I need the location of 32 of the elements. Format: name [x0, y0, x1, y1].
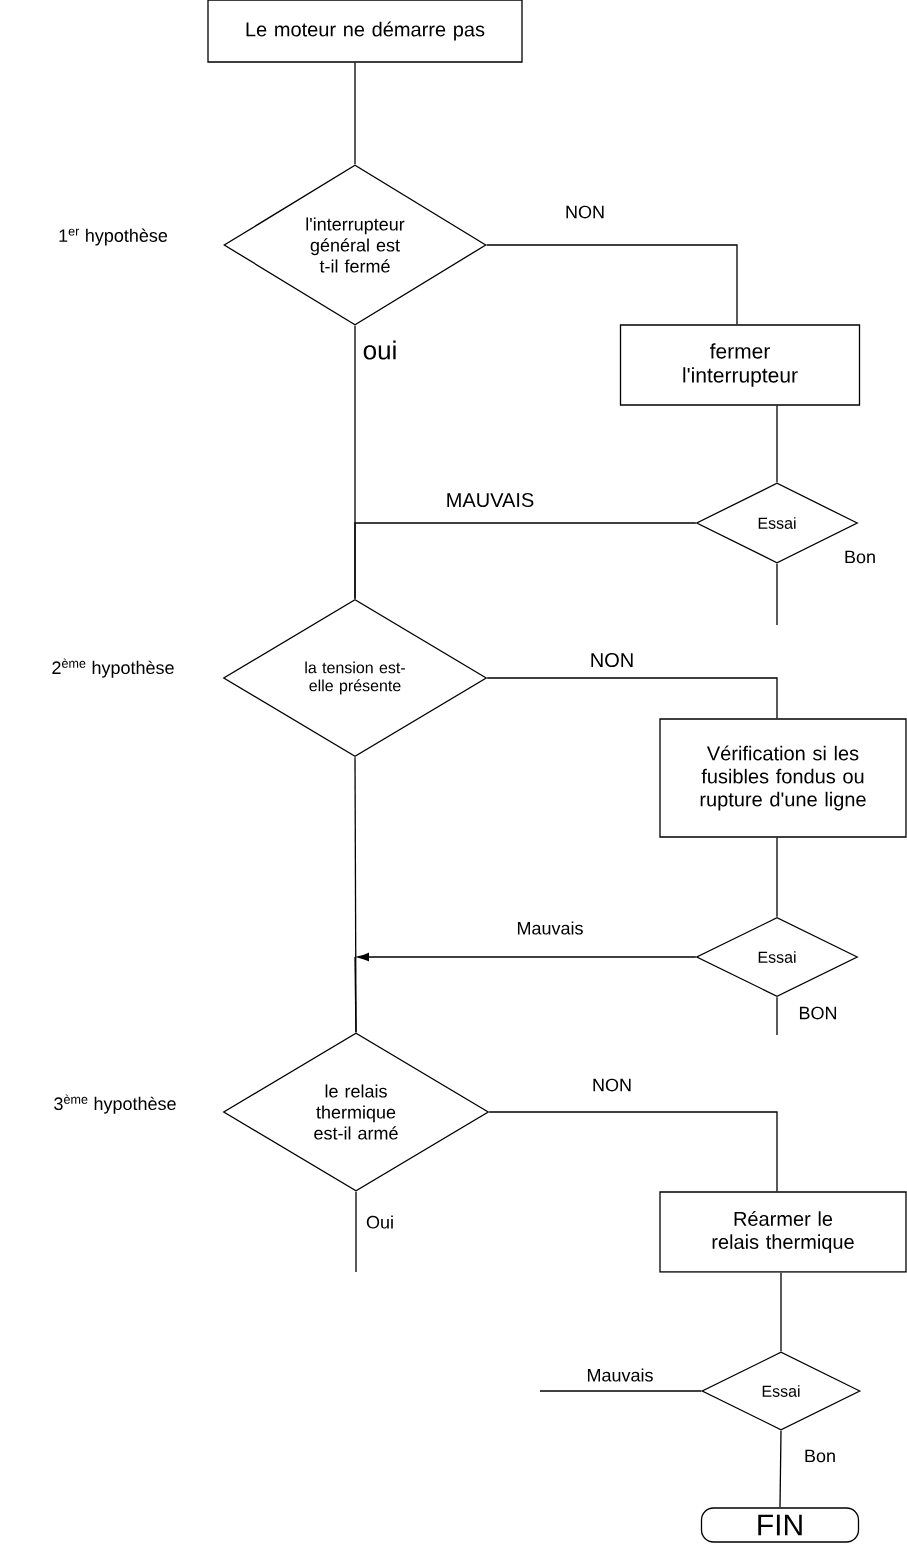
- process-box: Vérification si les fusibles fondus ou rupture d'une ligne: [659, 718, 907, 838]
- edge-label: NON: [591, 652, 633, 668]
- connector: [354, 62, 356, 165]
- edge-label: NON: [566, 205, 604, 219]
- end-terminal: FIN: [700, 1507, 860, 1543]
- connector: [779, 1430, 782, 1508]
- connector: [355, 1191, 357, 1273]
- hypothesis-label: 3$^{ème}$ hypothèse: [54, 1094, 176, 1114]
- edge-label: NON: [593, 1078, 631, 1092]
- hypothesis-label: 2$^{ème}$ hypothèse: [52, 658, 174, 678]
- connector: [776, 405, 778, 483]
- process-box: fermer l'interrupteur: [619, 324, 861, 406]
- connector: [357, 952, 697, 962]
- connector: [776, 996, 778, 1036]
- connector: [776, 563, 778, 626]
- connector: [486, 677, 778, 719]
- connector: [488, 1111, 778, 1192]
- connector: [780, 1272, 782, 1352]
- edge-label: oui: [363, 340, 396, 360]
- connector: [486, 244, 738, 325]
- process-box: Le moteur ne démarre pas: [207, 0, 523, 63]
- edge-label: Mauvais: [517, 921, 583, 935]
- connector: [776, 837, 778, 918]
- hypothesis-label: 1$^{er}$ hypothèse: [59, 228, 168, 246]
- edge-label: Bon: [805, 1449, 835, 1463]
- process-box: Réarmer le relais thermique: [659, 1191, 907, 1273]
- connector: [354, 522, 697, 600]
- edge-label: BON: [799, 1006, 837, 1020]
- edge-label: MAUVAIS: [447, 492, 534, 508]
- connector: [539, 1390, 702, 1392]
- edge-label: Mauvais: [587, 1368, 653, 1382]
- edge-label: Oui: [366, 1215, 393, 1229]
